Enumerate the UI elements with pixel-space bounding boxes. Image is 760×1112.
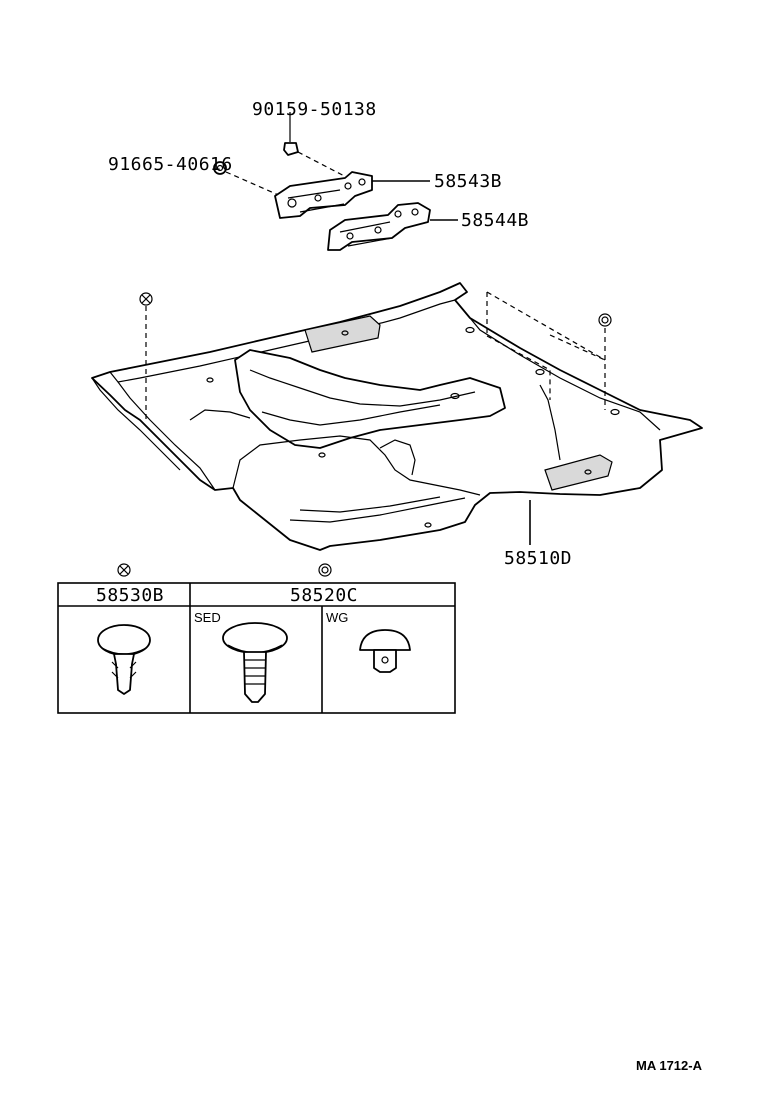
table-sub-wg: WG: [326, 610, 348, 625]
bracket-58544B: [327, 202, 431, 251]
bracket-58543B: [274, 171, 373, 219]
label-bracket-lower: 58544B: [461, 210, 529, 231]
clip-marker-double-right: [598, 313, 612, 327]
cross-circle-icon: [117, 563, 131, 577]
floor-carpet-58510D: [91, 282, 703, 551]
nut-91665-40616: [213, 161, 227, 175]
label-nut: 91665-40616: [108, 154, 233, 175]
clip-marker-cross-left: [139, 292, 153, 306]
table-header-58520C: 58520C: [290, 585, 358, 606]
clip-58520C-wg-icon: [359, 629, 411, 673]
clip-table: 58530B 58520C SED WG: [57, 563, 456, 714]
double-circle-icon: [318, 563, 332, 577]
label-floor-carpet: 58510D: [504, 548, 572, 569]
table-sub-sed: SED: [194, 610, 221, 625]
clip-58530B-icon: [97, 624, 151, 695]
clip-58520C-sed-icon: [222, 622, 288, 703]
label-bracket-upper: 58543B: [434, 171, 502, 192]
drawing-code: MA 1712-A: [636, 1058, 703, 1073]
label-bolt: 90159-50138: [252, 99, 377, 120]
bolt-90159-50138: [283, 112, 299, 156]
table-header-58530B: 58530B: [96, 585, 164, 606]
